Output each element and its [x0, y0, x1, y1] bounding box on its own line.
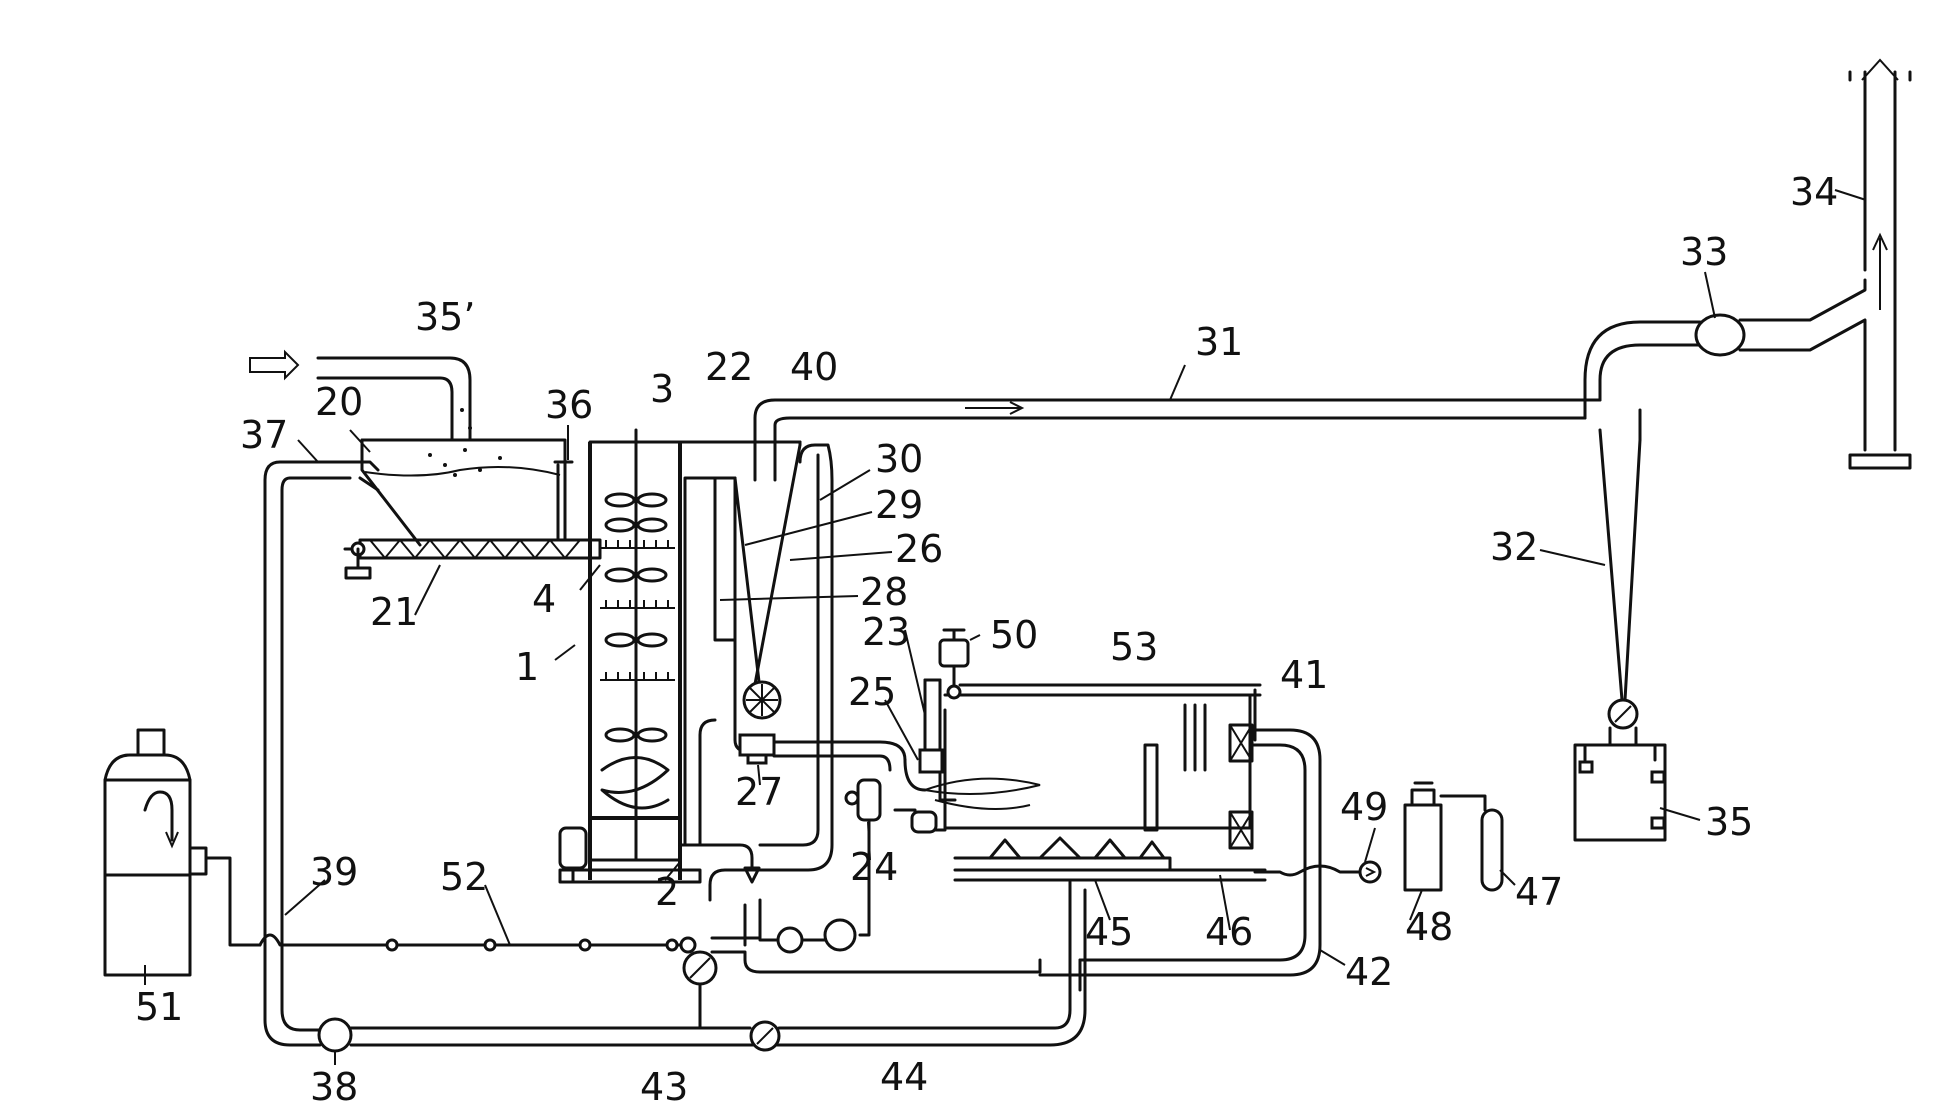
burner-lower [895, 810, 945, 832]
label-41: 41 [1280, 653, 1328, 697]
tank-51 [105, 730, 260, 975]
line-39-52 [260, 935, 690, 950]
label-48: 48 [1405, 905, 1453, 949]
valve-50 [940, 630, 968, 698]
return-lines-38-44 [265, 462, 1085, 1051]
label-53: 53 [1110, 625, 1158, 669]
label-29: 29 [875, 483, 923, 527]
label-43: 43 [640, 1065, 688, 1109]
label-34: 34 [1790, 170, 1838, 214]
label-36: 36 [545, 383, 593, 427]
dryer-column-1 [560, 430, 700, 882]
label-30: 30 [875, 437, 923, 481]
label-35: 35 [1705, 800, 1753, 844]
label-50: 50 [990, 613, 1038, 657]
label-47: 47 [1515, 870, 1563, 914]
label-22: 22 [705, 345, 753, 389]
label-33: 33 [1680, 230, 1728, 274]
burner-23-25 [905, 680, 955, 800]
line-42 [1040, 960, 1080, 990]
label-28: 28 [860, 570, 908, 614]
cyclone-32 [1585, 322, 1700, 728]
collector-35 [1575, 728, 1665, 840]
label-31: 31 [1195, 320, 1243, 364]
labels: 35’ 20 37 36 3 22 40 30 29 26 28 4 21 1 … [135, 170, 1838, 1109]
separator-26-28 [710, 442, 832, 900]
hopper-20 [362, 408, 565, 545]
pump-43 [681, 900, 1040, 984]
label-26: 26 [895, 527, 943, 571]
label-46: 46 [1205, 910, 1253, 954]
label-49: 49 [1340, 785, 1388, 829]
label-35-prime: 35’ [415, 295, 475, 339]
furnace-53 [925, 685, 1265, 880]
blower-33 [1696, 280, 1865, 450]
label-52: 52 [440, 855, 488, 899]
label-3: 3 [650, 367, 674, 411]
stack-34 [1850, 60, 1910, 468]
label-32: 32 [1490, 525, 1538, 569]
label-20: 20 [315, 380, 363, 424]
label-51: 51 [135, 985, 183, 1029]
label-42: 42 [1345, 950, 1393, 994]
label-4: 4 [532, 577, 556, 621]
inlet-arrow [250, 352, 298, 378]
label-21: 21 [370, 590, 418, 634]
label-1: 1 [515, 645, 539, 689]
label-44: 44 [880, 1055, 928, 1099]
label-40: 40 [790, 345, 838, 389]
label-23: 23 [862, 610, 910, 654]
label-24: 24 [850, 845, 898, 889]
screw-conveyor-21 [345, 540, 600, 578]
label-38: 38 [310, 1065, 358, 1109]
label-37: 37 [240, 413, 288, 457]
